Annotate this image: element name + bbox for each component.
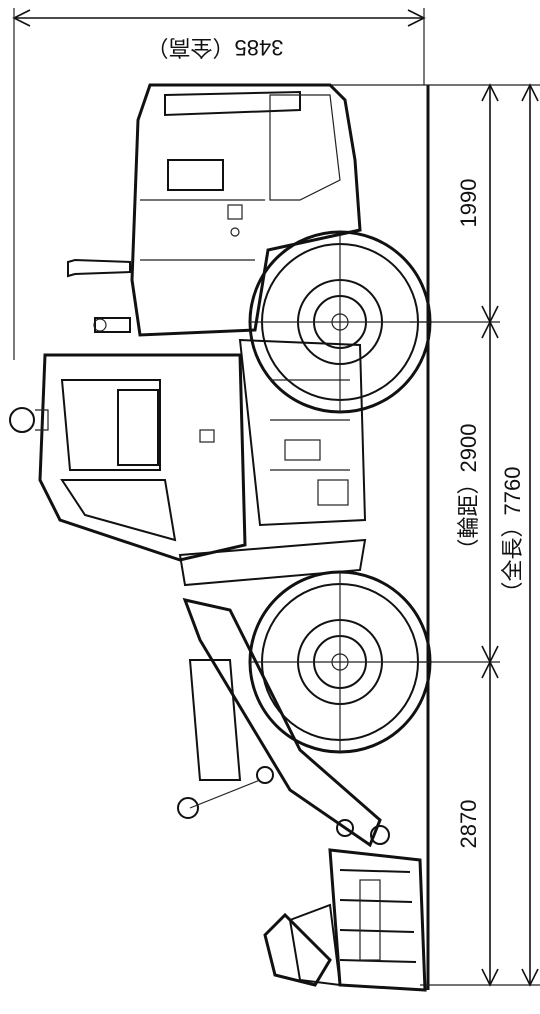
engine-hood [130, 83, 362, 337]
front-overhang-label: 1990 [456, 179, 481, 228]
rear-wheel [248, 570, 432, 754]
loader-arm [177, 597, 390, 848]
overall-length-label: （全長）7760 [500, 467, 525, 604]
center-frame [178, 338, 367, 587]
overall-height-label: 3485（全高） [147, 35, 284, 60]
front-wheel [248, 230, 432, 414]
wheelbase-label: （輪距）2900 [456, 424, 481, 561]
loader-attachment [263, 848, 427, 992]
rear-overhang-label: 2870 [456, 800, 481, 849]
length-dimensions: 1990 （輪距）2900 （全長）7760 2870 [300, 83, 540, 987]
exhaust-pipes [67, 258, 131, 333]
operator-cab [9, 353, 247, 562]
height-dimension: 3485（全高） [12, 8, 426, 360]
loader-vehicle-drawing [9, 83, 432, 992]
